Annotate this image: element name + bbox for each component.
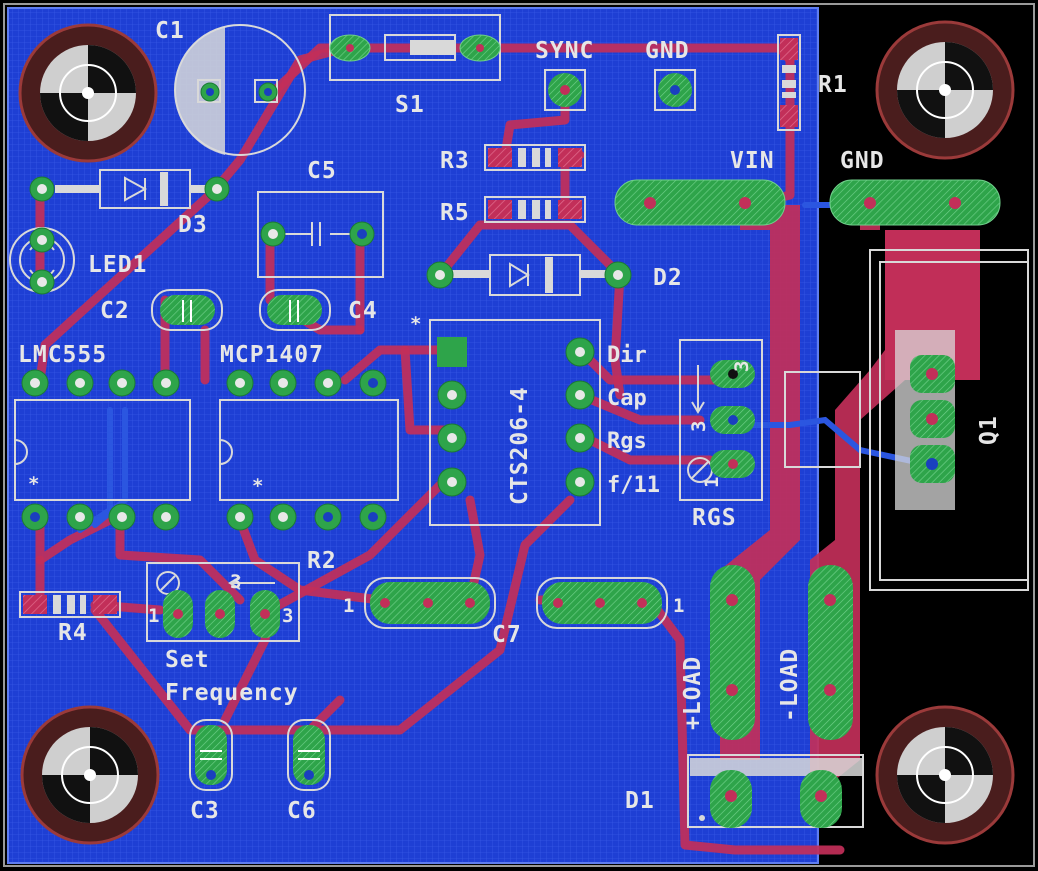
label-c3: C3 <box>190 798 220 824</box>
rgs-pin-three-b: 3 <box>688 421 710 432</box>
diode-d1[interactable] <box>687 754 864 828</box>
r2-pin-three: 3 <box>282 605 293 627</box>
c7-left-pin-one: 1 <box>343 595 354 617</box>
label-vin: VIN <box>730 148 775 174</box>
label-c7: C7 <box>492 622 522 648</box>
signal-traces <box>35 43 845 855</box>
header-c7-right[interactable] <box>536 577 668 629</box>
label-set: Set <box>165 647 210 673</box>
label-gnd-top: GND <box>645 38 690 64</box>
r2-pin-one: 1 <box>148 605 159 627</box>
label-sync: SYNC <box>535 38 594 64</box>
load-terminal-minus[interactable] <box>808 565 853 740</box>
c7-right-pin-one: 1 <box>673 595 684 617</box>
header-c7-left[interactable] <box>364 577 496 629</box>
mounting-hole-bottom-left <box>20 705 160 845</box>
module-cts206-4[interactable]: * <box>410 313 601 526</box>
gnd-connector-right[interactable] <box>829 179 1001 226</box>
transistor-q1[interactable] <box>784 249 1029 591</box>
label-q1: Q1 <box>976 415 1002 445</box>
label-d1: D1 <box>625 788 655 814</box>
label-rgs: RGS <box>692 505 737 531</box>
label-r1: R1 <box>818 72 848 98</box>
label-d3: D3 <box>178 212 208 238</box>
gnd-pad-top[interactable] <box>654 69 696 111</box>
label-c2: C2 <box>100 298 130 324</box>
label-load-minus: -LOAD <box>777 648 803 722</box>
capacitor-c4[interactable] <box>259 289 331 331</box>
svg-text:*: * <box>252 475 263 497</box>
mounting-hole-top-right <box>875 20 1015 160</box>
label-c4: C4 <box>348 298 378 324</box>
label-r3: R3 <box>440 148 470 174</box>
resistor-r3[interactable] <box>484 144 586 171</box>
label-load-plus: +LOAD <box>680 656 706 730</box>
label-c1: C1 <box>155 18 185 44</box>
capacitor-c1[interactable] <box>174 24 306 156</box>
board-outline <box>3 3 1035 867</box>
potentiometer-rgs[interactable] <box>679 339 763 501</box>
diode-d3[interactable] <box>29 169 230 209</box>
pin-label-rgs: Rgs <box>607 429 647 454</box>
sync-pad[interactable] <box>544 69 586 111</box>
label-mcp1407: MCP1407 <box>220 342 324 368</box>
label-gnd-right: GND <box>840 148 885 174</box>
rgs-pin-one: 1 <box>701 477 723 488</box>
label-d2: D2 <box>653 265 683 291</box>
svg-text:*: * <box>410 313 421 335</box>
svg-text:*: * <box>28 473 39 495</box>
capacitor-c3[interactable] <box>189 719 233 791</box>
capacitor-c5[interactable] <box>257 191 384 278</box>
copper-pour-edge <box>7 7 819 864</box>
pin-label-dir: Dir <box>607 343 647 368</box>
resistor-r4[interactable] <box>19 591 121 618</box>
rgs-pin-three-a: 3 <box>731 361 753 372</box>
load-terminal-plus[interactable] <box>710 565 755 740</box>
capacitor-c2[interactable] <box>151 289 223 331</box>
label-led1: LED1 <box>88 252 147 278</box>
label-cts206-4: CTS206-4 <box>507 386 533 505</box>
vin-connector[interactable] <box>614 179 786 226</box>
mounting-hole-top-left <box>18 23 158 163</box>
pin-label-cap: Cap <box>607 386 647 411</box>
label-c6: C6 <box>287 798 317 824</box>
label-r4: R4 <box>58 620 88 646</box>
r2-pin-three-top: 3 <box>230 571 241 593</box>
mounting-hole-bottom-right <box>875 705 1015 845</box>
led-led1[interactable] <box>9 227 75 295</box>
potentiometer-r2[interactable] <box>146 562 300 642</box>
label-lmc555: LMC555 <box>18 342 107 368</box>
resistor-r1[interactable] <box>777 34 801 131</box>
label-r5: R5 <box>440 200 470 226</box>
label-s1: S1 <box>395 92 425 118</box>
switch-s1[interactable] <box>329 14 501 81</box>
label-frequency: Frequency <box>165 680 299 706</box>
resistor-r5[interactable] <box>484 196 586 223</box>
ic-mcp1407[interactable]: * <box>219 369 399 531</box>
ic-lmc555[interactable]: * <box>14 369 191 531</box>
label-r2: R2 <box>307 548 337 574</box>
pin-label-f11: f/11 <box>607 473 660 498</box>
diode-d2[interactable] <box>426 254 632 296</box>
capacitor-c6[interactable] <box>287 719 331 791</box>
label-c5: C5 <box>307 158 337 184</box>
